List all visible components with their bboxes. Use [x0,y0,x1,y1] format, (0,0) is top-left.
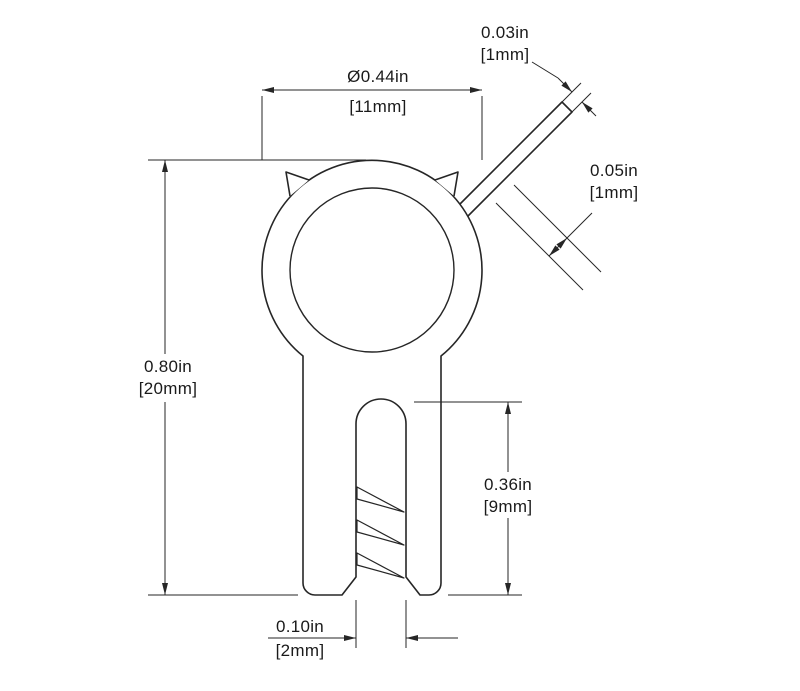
dim-lip-tip-ext-2 [571,92,592,113]
dim-lip-tip-thickness: 0.03in [1mm] [481,23,597,117]
dim-channel-depth-label-mask [470,472,548,518]
left-retention-nub-icon [285,171,310,197]
dim-channel-gap-label-in: 0.10in [276,617,324,636]
dim-bulb-diameter: Ø0.44in [11mm] [261,67,483,160]
dim-lip-tip-arrow-1 [557,77,573,93]
dim-lip-tip-label-mm: [1mm] [481,45,530,64]
dim-lip-tip-leader [531,61,559,79]
bulb-inner-wall [289,187,455,353]
right-retention-nub-icon [434,171,459,197]
dim-overall-height-label-in: 0.80in [144,357,192,376]
dim-lip-thickness-leader [566,212,593,239]
dim-lip-thickness-arrows [548,237,568,257]
dim-channel-depth-label-in: 0.36in [484,475,532,494]
dim-channel-gap-label-mm: [2mm] [276,641,325,660]
dim-lip-thickness-label-in: 0.05in [590,161,638,180]
dim-channel-depth-label-mm: [9mm] [484,497,533,516]
dim-lip-tip-arrow-2 [581,101,597,117]
dim-overall-height-label-mm: [20mm] [139,379,197,398]
dim-bulb-diameter-label-mm: [11mm] [349,97,406,116]
dim-lip-thickness-label-mm: [1mm] [590,183,639,202]
dim-channel-depth: 0.36in [9mm] [414,401,548,596]
dim-lip-tip-ext-1 [561,82,582,103]
dim-overall-height: 0.80in [20mm] [130,159,366,596]
profile-geometry [261,101,573,596]
dim-lip-thickness: 0.05in [1mm] [495,161,639,291]
dim-lip-thickness-ext-2 [513,184,602,273]
dim-channel-gap: 0.10in [2mm] [268,600,458,660]
dim-overall-height-label-mask [130,354,206,402]
sealing-lip [451,101,573,223]
gripper-fin [356,486,405,513]
gripper-fin [356,519,405,546]
dim-lip-tip-label-in: 0.03in [481,23,529,42]
dim-bulb-diameter-label-in: Ø0.44in [347,67,409,86]
dim-lip-thickness-ext-1 [495,202,584,291]
gripper-fin [356,552,405,579]
